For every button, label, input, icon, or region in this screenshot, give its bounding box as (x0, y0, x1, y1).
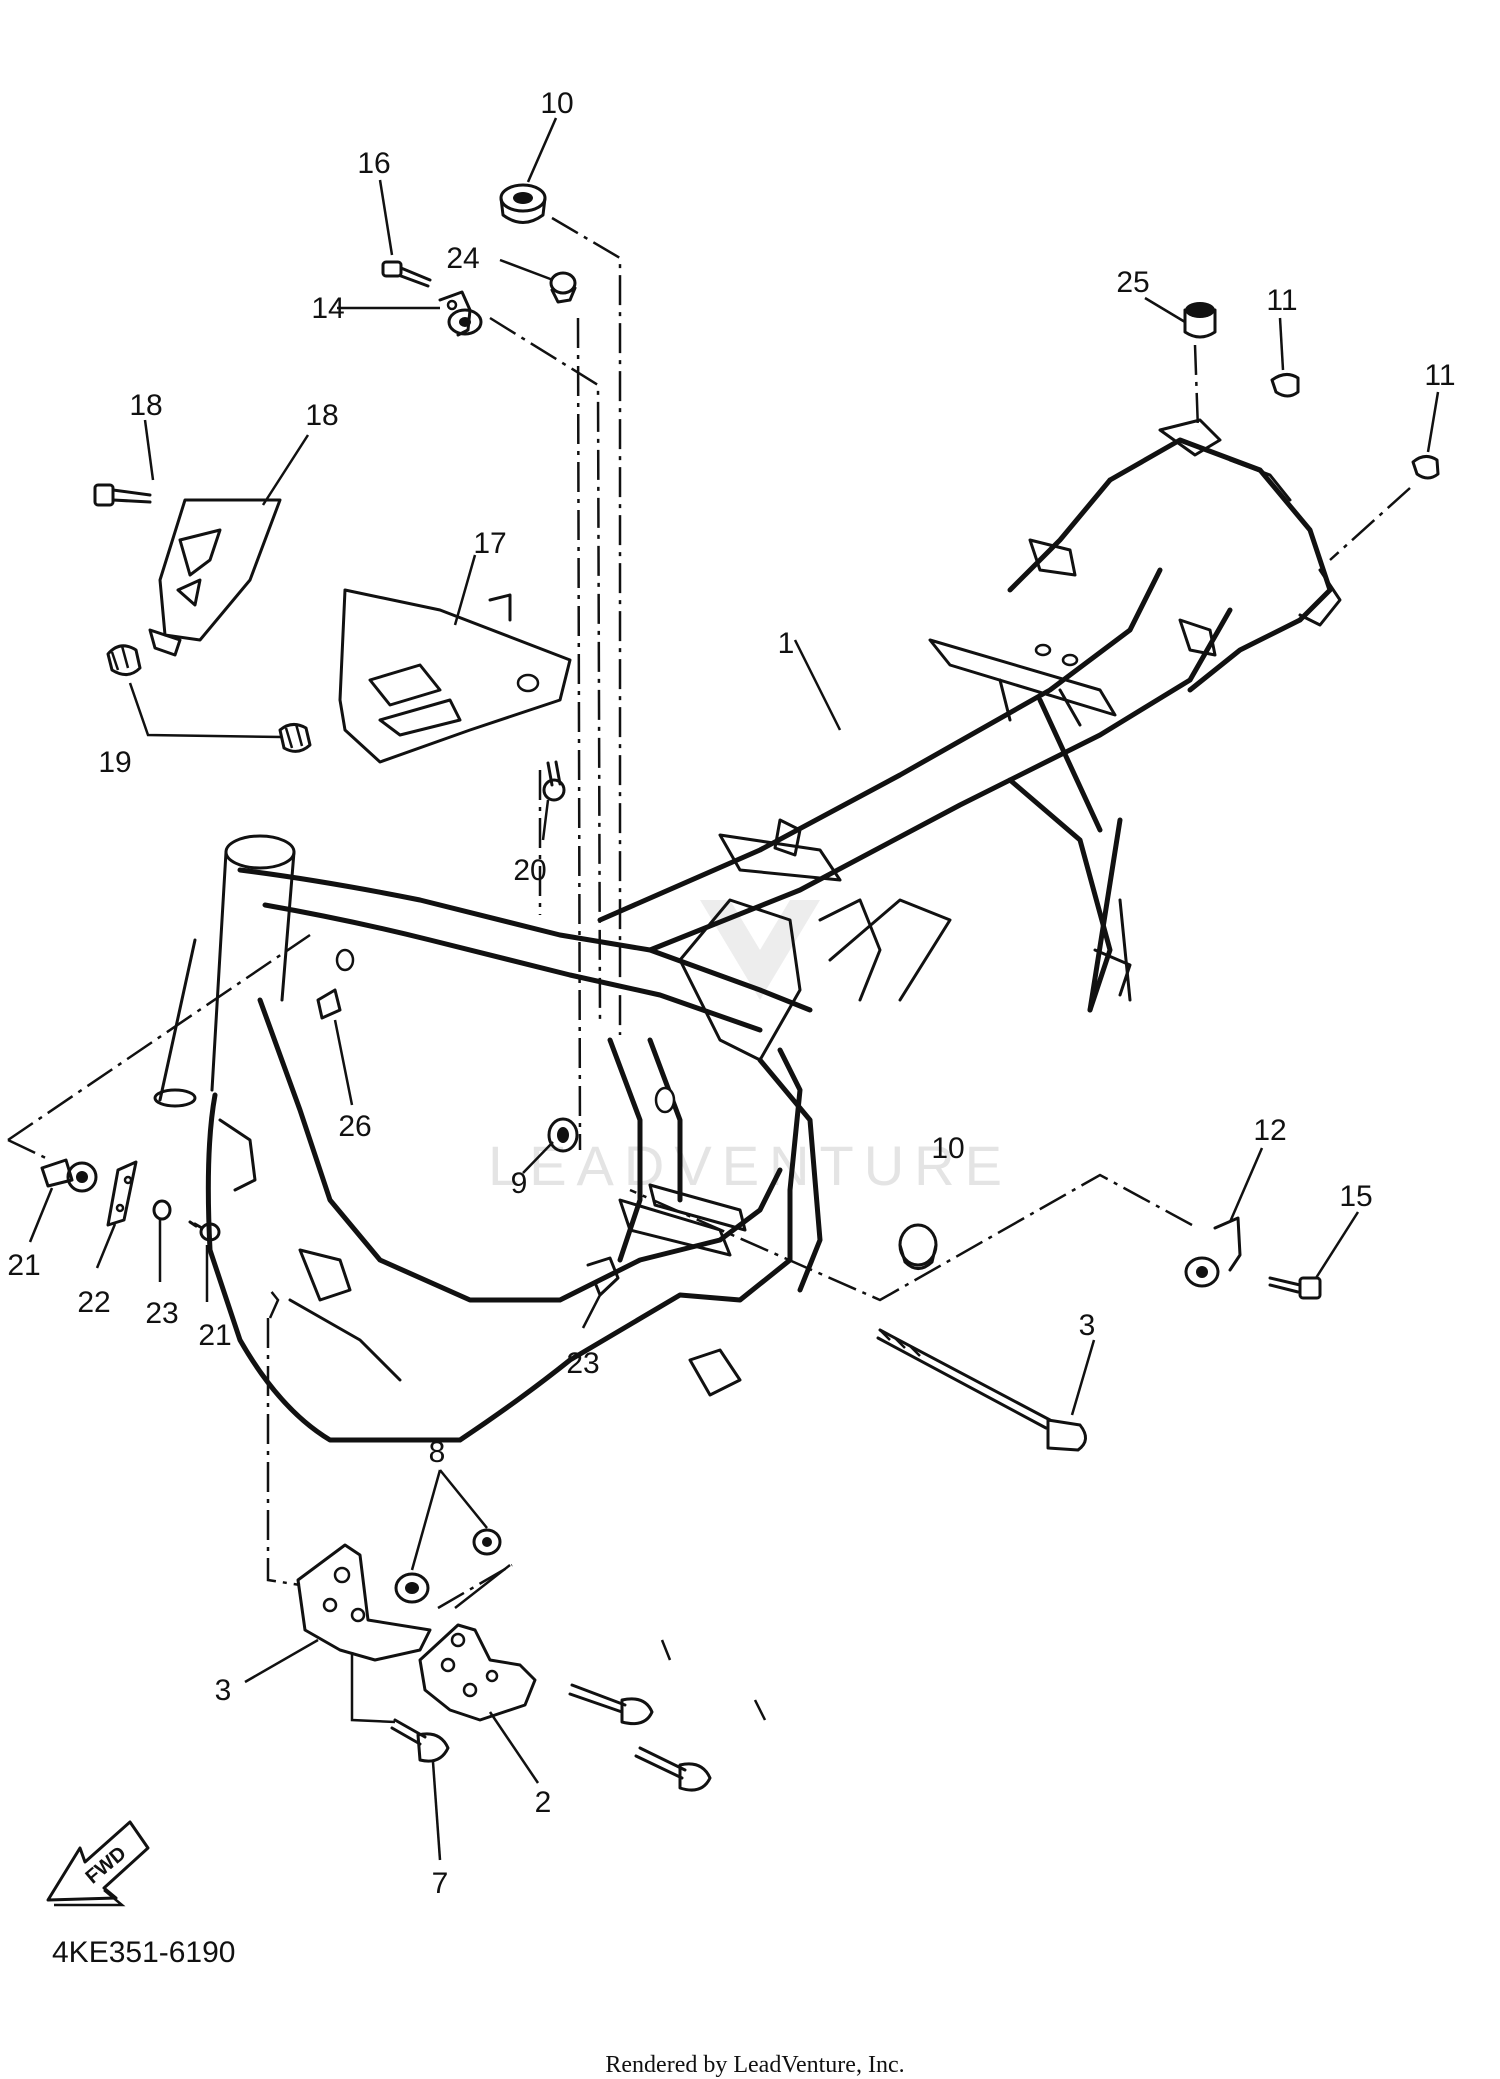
callout-14-top: 16 (357, 147, 390, 180)
callout-1: 1 (778, 627, 795, 660)
callout-15: 17 (473, 527, 506, 560)
callout-3: 3 (215, 1674, 232, 1707)
callout-2: 2 (535, 1786, 552, 1819)
part-19 (40, 1158, 98, 1193)
callout-23: 23 (566, 1347, 599, 1380)
callout-20: 22 (77, 1286, 110, 1319)
collar-24 (549, 271, 577, 304)
cover-16 (148, 498, 282, 657)
screw-21 (188, 1220, 221, 1242)
bolt-6 (876, 1328, 1087, 1452)
damper-17-b (278, 723, 312, 753)
callout-19: 21 (7, 1249, 40, 1282)
callout-17: 19 (98, 746, 131, 779)
callout-26: 26 (338, 1110, 371, 1143)
bolt-14-side (1268, 1276, 1322, 1300)
callout-9: 9 (511, 1167, 528, 1200)
mount-bolt-b (634, 1746, 712, 1792)
stay-26 (316, 988, 342, 1020)
callout-6: 3 (1079, 1309, 1096, 1342)
leader-lines (28, 117, 1440, 1861)
bracket-2 (418, 1623, 537, 1722)
grommet-10-side (898, 1223, 938, 1270)
main-frame (153, 418, 1342, 1443)
grommet-10-top (499, 183, 547, 224)
cap-11-a (1270, 373, 1300, 398)
callout-13: 14 (311, 292, 344, 325)
cover-15 (338, 588, 572, 764)
callout-18-mid: 20 (513, 854, 546, 887)
callout-16: 18 (305, 399, 338, 432)
bolt-14-top (381, 260, 432, 288)
bracket-12 (1184, 1216, 1242, 1288)
washer-22 (152, 1199, 172, 1221)
bracket-13 (438, 290, 483, 337)
callout-25: 25 (1116, 266, 1149, 299)
callout-labels: 10 16 24 14 25 11 11 18 18 17 1 19 20 26… (7, 87, 1455, 1900)
clamp-23 (586, 1256, 620, 1297)
bolt-7 (390, 1718, 450, 1763)
credit-text: Rendered by LeadVenture, Inc. (605, 2052, 904, 2078)
diagram-code: 4KE351-6190 (52, 1936, 236, 1969)
callout-21: 21 (198, 1319, 231, 1352)
callout-7: 7 (432, 1867, 449, 1900)
center-lines (7, 216, 1411, 1721)
callout-22: 23 (145, 1297, 178, 1330)
damper-17-a (106, 644, 142, 676)
callout-24: 24 (446, 242, 479, 275)
callout-11-right: 11 (1424, 359, 1455, 392)
fwd-label: FWD (82, 1842, 131, 1888)
bolt-18-top (93, 483, 152, 507)
mount-bolt-a (568, 1683, 654, 1726)
callout-11-left: 11 (1266, 284, 1297, 317)
cap-11-b (1411, 455, 1440, 480)
fwd-arrow-icon: FWD (46, 1820, 150, 1907)
damper-25 (1183, 302, 1217, 339)
plate-20 (106, 1160, 138, 1227)
bracket-3 (296, 1543, 432, 1662)
callout-18-top: 18 (129, 389, 162, 422)
callout-8: 8 (429, 1436, 446, 1469)
collar-8-a (394, 1572, 430, 1604)
collar-8-b (472, 1528, 502, 1556)
callout-10-side: 10 (931, 1132, 964, 1165)
bolt-18-mid (542, 760, 566, 802)
callout-14-side: 15 (1339, 1180, 1372, 1213)
callout-10-top: 10 (540, 87, 573, 120)
callout-12: 12 (1253, 1114, 1286, 1147)
collar-9 (547, 1117, 579, 1153)
